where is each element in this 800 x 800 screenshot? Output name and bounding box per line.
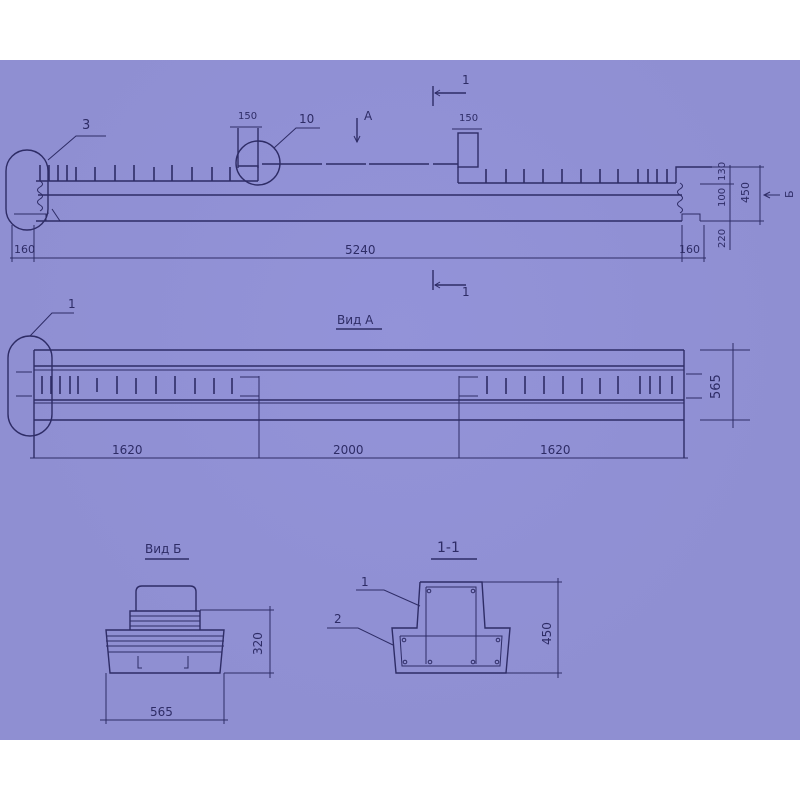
view-a-title: Вид А: [337, 313, 374, 327]
dim-end-right: 160: [679, 243, 700, 256]
section-mark-top-label: 1: [462, 73, 470, 87]
section-mark-bottom-label: 1: [462, 285, 470, 299]
dim-height-220: 220: [717, 228, 728, 248]
elevation-view: [5, 86, 780, 290]
view-b-arrow-label: Б: [783, 190, 796, 198]
view-b: [100, 558, 274, 724]
dim-gap-left: 150: [238, 111, 258, 122]
dim-total-length: 5240: [345, 243, 376, 257]
section-1-1-title: 1-1: [437, 540, 460, 556]
section-dim-height: 450: [540, 622, 554, 645]
callout-3-outline: [5, 149, 49, 231]
view-a-callout-1-label: 1: [68, 297, 76, 311]
section-1-1: [327, 558, 562, 678]
view-b-dim-height: 320: [251, 632, 265, 655]
view-b-title: Вид Б: [145, 542, 182, 556]
view-a-dim-width: 565: [709, 374, 724, 399]
view-a: [7, 312, 750, 459]
dim-height-450: 450: [739, 182, 752, 203]
dim-height-100: 100: [717, 187, 728, 207]
stirrup-ticks-right: [485, 169, 668, 183]
view-a-arrow-label: A: [364, 109, 373, 123]
dim-end-left: 160: [14, 243, 35, 256]
callout-3-label: 3: [82, 118, 91, 133]
dim-segment-right: 1620: [540, 443, 571, 457]
dim-height-130: 130: [717, 161, 728, 181]
dim-gap-right: 150: [459, 113, 479, 124]
stirrup-ticks-left: [39, 165, 231, 181]
view-b-dim-width: 565: [150, 705, 173, 719]
callout-10-label: 10: [299, 112, 315, 126]
view-a-ticks-right: [486, 376, 673, 394]
callout-10-outline: [235, 140, 281, 186]
section-callout-2-label: 2: [334, 612, 342, 626]
dim-segment-left: 1620: [112, 443, 143, 457]
callout-1-outline: [7, 335, 53, 437]
section-callout-1-label: 1: [361, 575, 369, 589]
view-a-ticks-left: [41, 376, 233, 394]
dim-segment-middle: 2000: [333, 443, 364, 457]
